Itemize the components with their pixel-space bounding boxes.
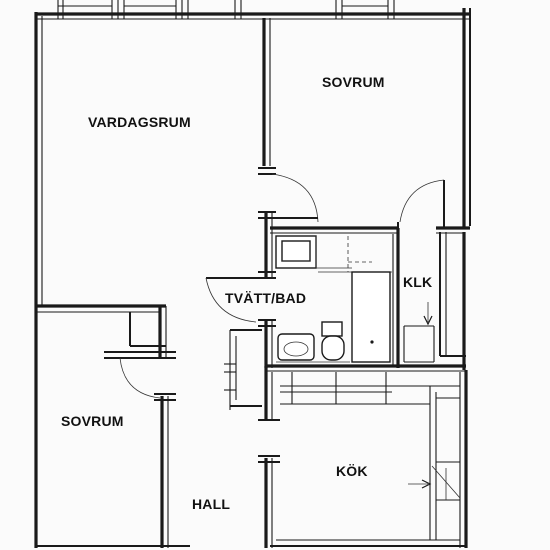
room-label-closet: KLK <box>403 274 433 290</box>
room-label-bedroom-top: SOVRUM <box>322 74 385 90</box>
kitchen-arrow <box>408 479 432 489</box>
shower-fixture <box>351 271 391 363</box>
top-wall <box>36 0 470 20</box>
bedroom-top-door <box>271 173 319 223</box>
closet-door <box>397 179 445 228</box>
room-label-livingroom: VARDAGSRUM <box>88 114 191 130</box>
room-label-laundry-bath: TVÄTT/BAD <box>225 290 307 306</box>
bedroom-left-walls <box>36 304 176 548</box>
room-label-hall: HALL <box>192 496 231 512</box>
room-label-kitchen: KÖK <box>336 463 368 479</box>
bathroom-walls <box>258 211 466 372</box>
room-label-bedroom-left: SOVRUM <box>61 413 124 429</box>
bath-dashed-lines <box>316 236 392 273</box>
outer-walls <box>34 8 471 548</box>
bathroom-door <box>205 277 264 323</box>
washer-fixture <box>275 235 317 269</box>
closet-arrow <box>423 302 433 326</box>
closet-walls <box>403 226 470 370</box>
bottom-wall <box>36 539 466 547</box>
wall-livingroom-bedroom <box>258 18 276 175</box>
hall-kitchen-walls <box>224 329 280 548</box>
kitchen-cabinets <box>280 372 461 540</box>
bedroom-left-door <box>119 357 161 399</box>
sink-fixture <box>277 333 315 361</box>
toilet-fixture <box>321 321 345 361</box>
